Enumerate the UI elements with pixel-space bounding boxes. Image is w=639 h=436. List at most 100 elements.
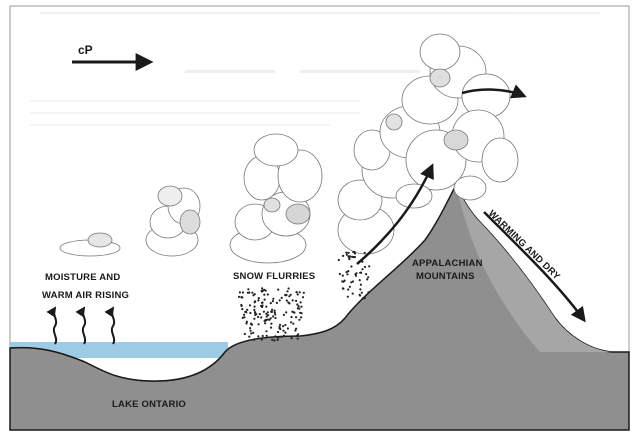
snow-dot: [254, 300, 257, 303]
snow-dot: [269, 326, 273, 329]
snow-dot: [262, 310, 265, 313]
snow-dot: [274, 313, 277, 316]
snow-dot: [237, 295, 241, 298]
snow-dot: [265, 312, 268, 315]
snow-dot: [295, 299, 298, 302]
snow-dot: [277, 336, 280, 339]
snow-dot: [265, 330, 268, 333]
snow-dot: [238, 291, 241, 294]
snow-dot: [247, 288, 250, 291]
snow-dot: [245, 322, 248, 325]
snow-dot: [345, 271, 348, 274]
snow-dot: [359, 288, 362, 291]
cloud-towering: [337, 33, 519, 255]
snow-dot: [270, 310, 273, 313]
snow-dot: [280, 335, 283, 338]
snow-dot: [260, 289, 263, 292]
snow-dot: [289, 293, 292, 296]
snow-dot: [302, 291, 305, 294]
snow-dots-mountain: [337, 250, 371, 300]
snow-dot: [355, 272, 358, 275]
snow-dot: [266, 318, 270, 321]
faint-background-text: [30, 12, 600, 126]
snow-dot: [351, 280, 355, 283]
snow-dot: [348, 285, 351, 288]
snow-dot: [360, 291, 363, 294]
snow-dot: [300, 316, 303, 319]
snow-dot: [341, 280, 344, 283]
snow-dot: [348, 256, 351, 259]
snow-dot: [285, 311, 288, 314]
snow-dot: [361, 268, 364, 271]
snow-dot: [255, 313, 258, 316]
snow-dot: [345, 253, 348, 256]
snow-dot: [294, 329, 297, 332]
snow-dot: [363, 265, 367, 269]
snow-dot: [241, 308, 244, 311]
snow-dot: [292, 311, 295, 314]
snow-dot: [354, 274, 358, 277]
snow-dot: [265, 315, 268, 318]
snow-dot: [300, 305, 303, 308]
snow-dot: [277, 288, 280, 291]
snow-dot: [245, 320, 248, 323]
snow-dot: [265, 334, 268, 337]
snow-dot: [275, 301, 278, 304]
snow-dot: [278, 327, 281, 330]
snow-dot: [337, 258, 340, 262]
snow-dot: [282, 329, 285, 332]
snow-dot: [352, 255, 355, 259]
snow-dot: [253, 308, 256, 311]
snow-dot: [298, 318, 301, 321]
snow-dot: [296, 293, 299, 296]
snow-dot: [269, 302, 272, 305]
snow-dot: [299, 301, 302, 304]
snow-dot: [268, 318, 271, 321]
snow-dot: [250, 332, 253, 335]
snow-dot: [276, 330, 280, 334]
snow-dot: [347, 251, 350, 254]
airmass-label: cP: [78, 43, 93, 57]
snow-dot: [363, 251, 366, 254]
snow-dot: [248, 304, 252, 307]
moisture-label-line2: WARM AIR RISING: [42, 290, 129, 301]
snow-dot: [346, 295, 349, 298]
snow-dot: [351, 292, 354, 295]
snow-dot: [263, 319, 266, 322]
snow-dot: [282, 334, 286, 337]
snow-dot: [350, 281, 353, 284]
cloud-snow: [229, 133, 323, 264]
snow-dot: [278, 325, 281, 328]
snow-dot: [288, 295, 291, 298]
snow-dot: [251, 291, 254, 294]
mountain-face: [456, 185, 612, 352]
snow-dot: [261, 287, 264, 290]
snow-dot: [257, 299, 260, 302]
snow-dot: [284, 294, 287, 297]
lake-basin-outline: [9, 347, 226, 382]
snow-dot: [271, 338, 274, 341]
snow-dot: [282, 325, 285, 328]
snow-dot: [274, 335, 277, 338]
snow-dot: [253, 317, 256, 320]
snow-dot: [241, 291, 245, 294]
snow-dot: [246, 291, 249, 294]
snow-dot: [367, 291, 370, 294]
snow-dot: [347, 270, 350, 273]
descending-air-arrow: [483, 211, 586, 323]
snow-dot: [257, 315, 260, 319]
snow-dot: [359, 294, 362, 297]
snow-dot: [352, 250, 355, 254]
snow-dot: [287, 287, 290, 290]
snow-dot: [346, 273, 349, 276]
snow-dot: [290, 315, 293, 319]
snow-dot: [266, 311, 269, 314]
snow-dot: [243, 316, 246, 319]
snow-dot: [366, 278, 369, 281]
snow-dot: [252, 331, 255, 334]
snow-dot: [296, 307, 299, 310]
snow-dot: [282, 313, 285, 316]
snow-dot: [249, 327, 252, 330]
snow-dot: [240, 304, 243, 307]
snow-dot: [365, 273, 368, 276]
